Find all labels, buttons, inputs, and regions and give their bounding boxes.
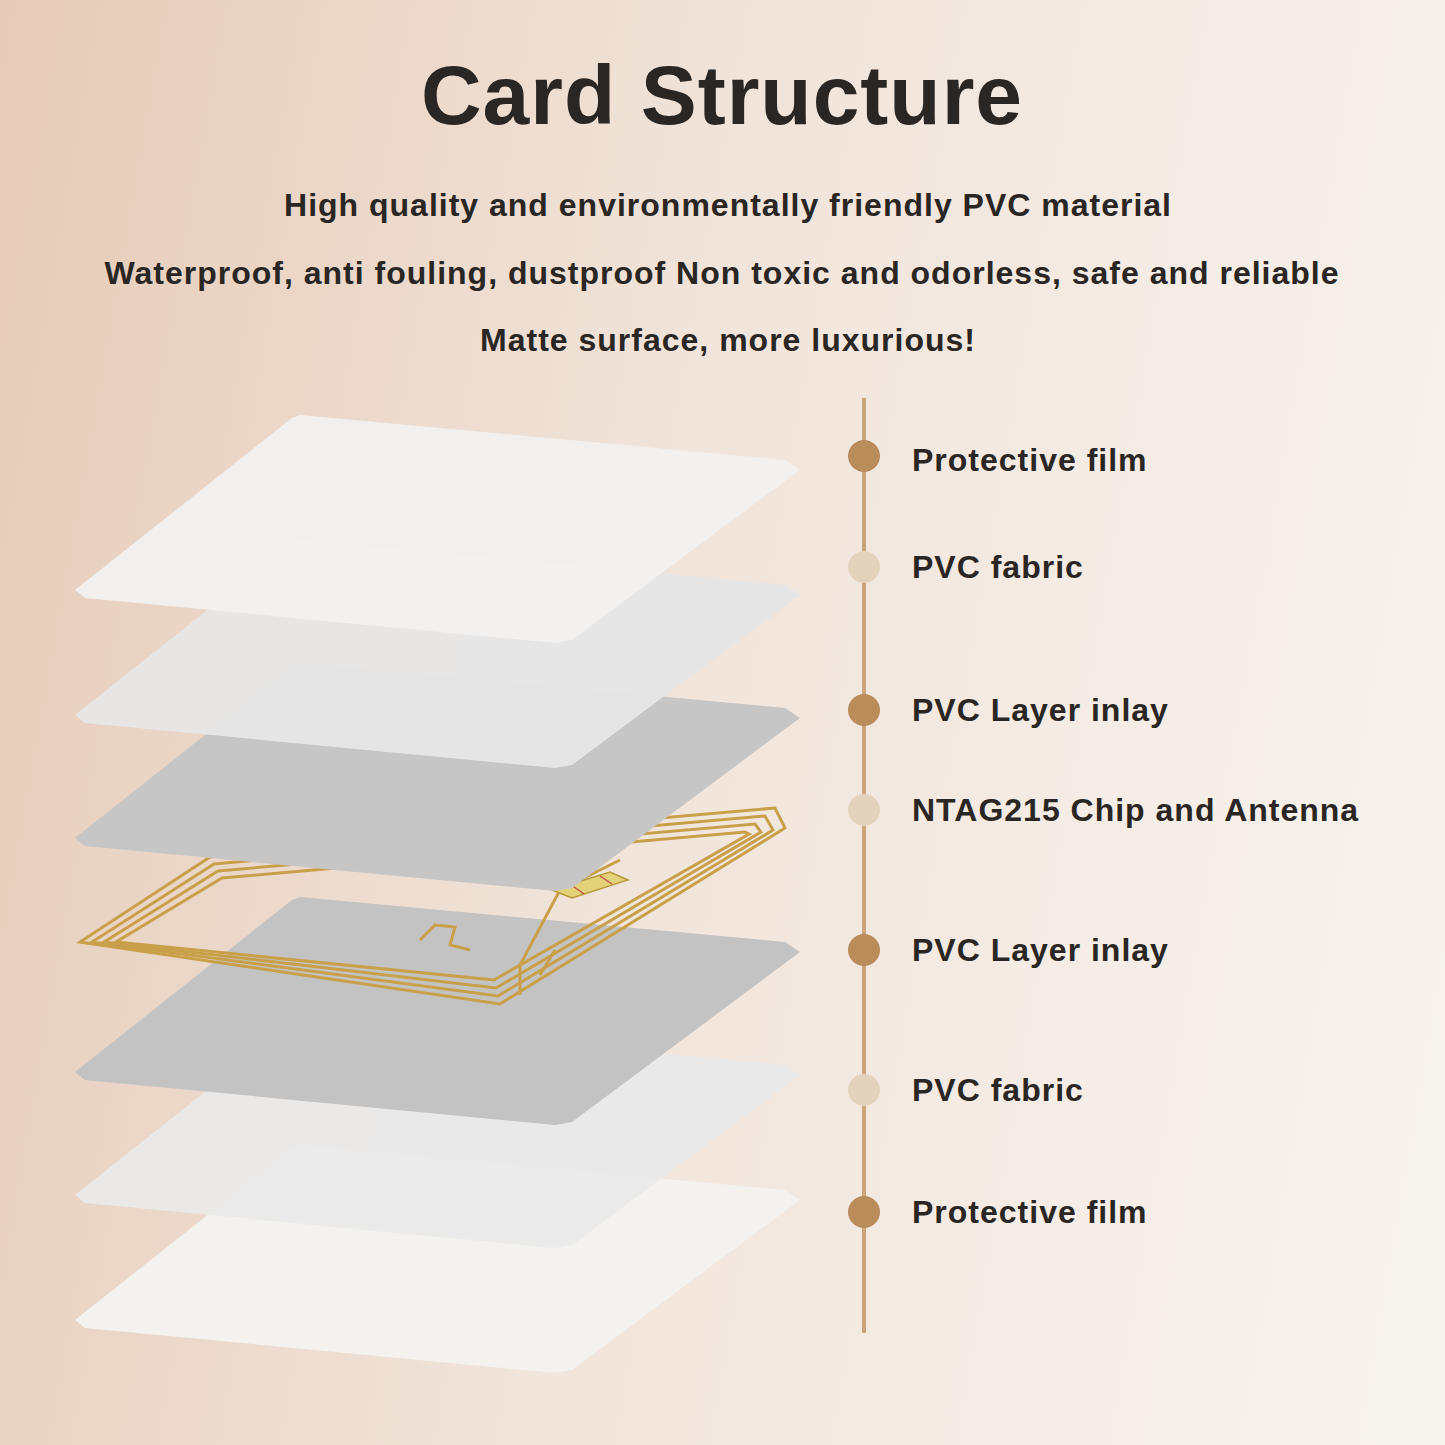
timeline-dot: [848, 1196, 880, 1228]
timeline-dot: [848, 794, 880, 826]
timeline-line: [862, 398, 866, 1333]
layer-label: PVC Layer inlay: [912, 931, 1169, 969]
layer-label: NTAG215 Chip and Antenna: [912, 791, 1359, 829]
timeline-dot: [848, 694, 880, 726]
layer-label: Protective film: [912, 1193, 1148, 1231]
timeline-dot: [848, 440, 880, 472]
timeline-dot: [848, 551, 880, 583]
subtitle: High quality and environmentally friendl…: [284, 186, 1172, 224]
layer-label: PVC fabric: [912, 548, 1084, 586]
title: Card Structure: [421, 45, 1023, 146]
subtitle: Matte surface, more luxurious!: [480, 321, 976, 359]
protective-film-layer: [75, 415, 800, 643]
timeline-dot: [848, 934, 880, 966]
timeline-dot: [848, 1074, 880, 1106]
layer-label: PVC fabric: [912, 1071, 1084, 1109]
subtitle: Waterproof, anti fouling, dustproof Non …: [104, 254, 1339, 292]
layer-label: Protective film: [912, 441, 1148, 479]
pvc-inlay-layer: [75, 897, 800, 1125]
layer-label: PVC Layer inlay: [912, 691, 1169, 729]
